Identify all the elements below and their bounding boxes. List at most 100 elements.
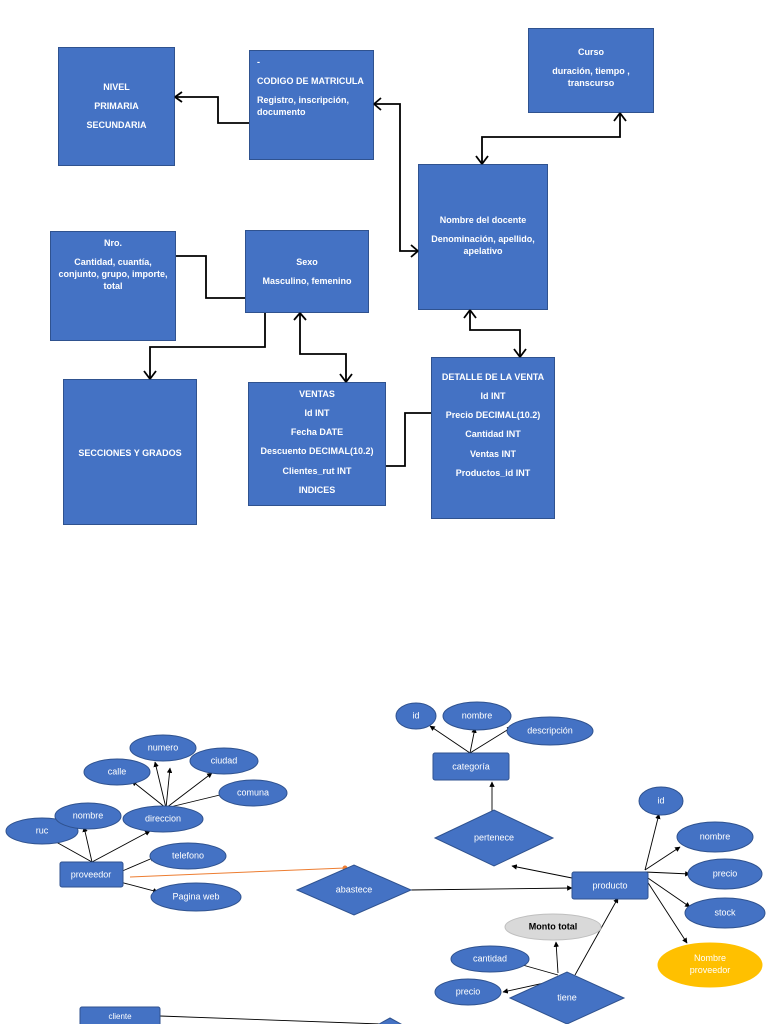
relation-abastece — [295, 864, 413, 916]
entity-line: Ventas INT — [469, 448, 516, 459]
er-line — [644, 846, 681, 871]
er-line — [574, 897, 619, 976]
entity-cliente-label: cliente — [108, 1012, 132, 1021]
entity-proveedor-label: proveedor — [71, 869, 112, 879]
entity-secciones-grados: SECCIONES Y GRADOS — [63, 379, 197, 525]
attr-nombre-proveedor-highlight — [657, 942, 763, 988]
attr-calle-label: calle — [108, 766, 127, 776]
entity-line: VENTAS — [299, 389, 335, 399]
connector-nivel-codigo — [175, 96, 249, 124]
attr-monto-total — [504, 913, 602, 941]
attr-nombre-producto-label: nombre — [700, 831, 731, 841]
entity-line: Denominación, apellido, apelativo — [431, 234, 535, 257]
crowfoot — [143, 370, 157, 380]
entity-nivel: NIVEL PRIMARIA SECUNDARIA — [58, 47, 175, 166]
entity-line: CODIGO DE MATRICULA — [257, 76, 364, 87]
er-line — [469, 726, 513, 754]
attr-descripcion — [506, 716, 594, 746]
entity-docente: Nombre del docente Denominación, apellid… — [418, 164, 548, 310]
attr-precio-tiene-label: precio — [456, 986, 481, 996]
attr-precio-producto-label: precio — [713, 868, 738, 878]
entity-producto-label: producto — [592, 880, 627, 890]
entity-line: Precio DECIMAL(10.2) — [445, 410, 541, 421]
entity-line: SECUNDARIA — [86, 120, 147, 131]
connector-curso-docente — [481, 113, 621, 164]
entity-line: Cantidad, cuantía, conjunto, grupo, impo… — [58, 257, 168, 292]
attr-ciudad — [189, 747, 259, 775]
attr-numero-label: numero — [148, 742, 179, 752]
attr-cantidad-label: cantidad — [473, 953, 507, 963]
entity-line: Nombre del docente — [439, 215, 527, 225]
attr-numero — [129, 734, 197, 762]
entity-line: Id INT — [304, 408, 330, 419]
orange-connector — [129, 867, 346, 878]
entity-line: Masculino, femenino — [262, 276, 352, 287]
entity-producto — [571, 871, 649, 900]
attr-nombre-proveedor — [54, 802, 122, 830]
entity-categoria-label: categoría — [452, 761, 490, 771]
attr-nombre-proveedor-label: nombre — [73, 810, 104, 820]
top-connectors — [143, 91, 627, 467]
connector-ventas-detalle — [386, 412, 431, 467]
er-connectors — [39, 725, 691, 1024]
attr-nombre-categoria-label: nombre — [462, 710, 493, 720]
attr-id-categoria-label: id — [412, 710, 419, 720]
attr-telefono-label: telefono — [172, 850, 204, 860]
attr-stock — [684, 897, 766, 929]
relation-tiene — [508, 971, 626, 1024]
relation-pertenece-label: pertenece — [474, 832, 514, 842]
crowfoot — [339, 373, 353, 383]
entity-line: Descuento DECIMAL(10.2) — [260, 446, 374, 457]
er-line — [553, 941, 560, 974]
entity-line: NIVEL — [103, 82, 130, 92]
attr-stock-label: stock — [714, 907, 736, 917]
connector-codigo-docente — [374, 103, 418, 252]
crowfoot — [174, 91, 183, 103]
attr-pagina-web-label: Pagina web — [172, 891, 219, 901]
er-line-cliente — [159, 1015, 381, 1024]
attr-comuna-label: comuna — [237, 787, 269, 797]
attr-nombre-proveedor-highlight-label: Nombre proveedor — [690, 953, 731, 975]
entity-proveedor — [59, 861, 124, 888]
crowfoot — [513, 348, 527, 358]
entity-line: Curso — [577, 47, 604, 57]
er-line — [429, 725, 471, 754]
attr-nombre-proveedor-line: Nombre — [694, 953, 726, 963]
connector-sexo-ventas — [299, 313, 347, 382]
entity-cliente — [79, 1006, 161, 1024]
relation-cut-off — [378, 1017, 402, 1024]
attr-direccion — [122, 805, 204, 833]
crowfoot — [293, 312, 307, 321]
crowfoot — [373, 97, 382, 111]
attr-nombre-categoria — [442, 701, 512, 731]
connector-docente-detalle — [469, 310, 521, 357]
attr-id-producto — [638, 786, 684, 816]
entity-line: duración, tiempo , transcurso — [552, 66, 630, 89]
entity-ventas: VENTAS Id INT Fecha DATE Descuento DECIM… — [248, 382, 386, 506]
entity-categoria — [432, 752, 510, 781]
er-line — [153, 761, 167, 809]
attr-telefono — [149, 842, 227, 870]
entity-line: SECCIONES Y GRADOS — [78, 448, 182, 458]
entity-line: DETALLE DE LA VENTA — [441, 372, 545, 382]
er-line — [409, 885, 573, 891]
relation-abastece-label: abastece — [336, 884, 373, 894]
attr-nombre-producto — [676, 821, 754, 853]
relation-tiene-label: tiene — [557, 992, 577, 1002]
attr-ruc — [5, 817, 79, 845]
attr-precio-tiene — [434, 978, 502, 1006]
entity-line: Nro. — [104, 238, 122, 248]
entity-line: Id INT — [480, 391, 506, 402]
crowfoot — [475, 155, 489, 165]
attr-pagina-web — [150, 882, 242, 912]
er-line — [119, 856, 156, 873]
er-line — [469, 727, 477, 754]
attr-ruc-label: ruc — [36, 825, 49, 835]
entity-detalle-venta: DETALLE DE LA VENTA Id INT Precio DECIMA… — [431, 357, 555, 519]
attr-nombre-proveedor-line: proveedor — [690, 965, 731, 975]
er-line — [644, 871, 691, 877]
er-line — [91, 830, 151, 863]
attr-ciudad-label: ciudad — [211, 755, 238, 765]
attr-descripcion-label: descripción — [527, 725, 573, 735]
relation-pertenece — [433, 809, 555, 867]
